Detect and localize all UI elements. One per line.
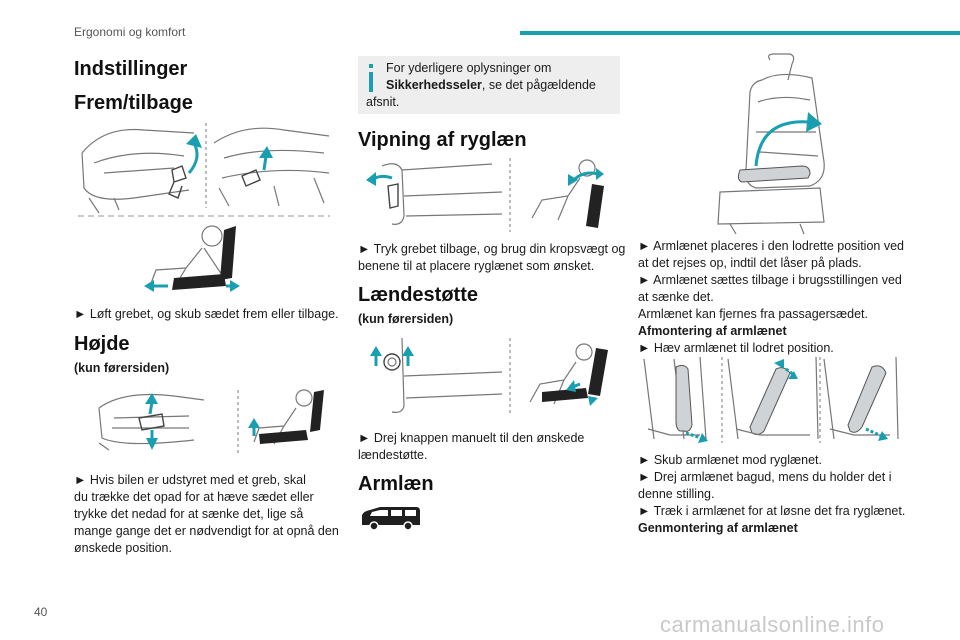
removal-step-1-figure <box>643 356 708 443</box>
page-title: Indstillinger <box>74 58 188 80</box>
section-header: Ergonomi og komfort <box>74 25 186 39</box>
height-line-4: mange gange det er nødvendigt for at opn… <box>74 524 339 538</box>
refit-heading: Genmontering af armlænet <box>638 521 798 535</box>
heading-lumbar: Lændestøtte <box>358 284 478 306</box>
heading-recline: Vipning af ryglæn <box>358 129 527 151</box>
height-line-2: du trække det opad for at hæve sædet ell… <box>74 490 314 504</box>
heading-height: Højde <box>74 333 130 355</box>
info-text: For yderligere oplysninger om Sikkerheds… <box>386 60 612 94</box>
armrest-instructions-b: ► Skub armlænet mod ryglænet. ► Drej arm… <box>638 452 908 537</box>
height-lever-figure <box>98 393 205 451</box>
illustration-seat-slide <box>78 123 330 292</box>
info-text-after: , se det pågældende <box>481 78 596 92</box>
seat-lever-right-figure <box>213 127 330 207</box>
illustration-seat-height <box>98 389 324 454</box>
armrest-b-line-2: ► Drej armlænet bagud, mens du holder de… <box>638 470 892 484</box>
info-text-last: afsnit. <box>366 95 400 109</box>
armrest-b-line-3: denne stilling. <box>638 487 715 501</box>
lumbar-instruction: ► Drej knappen manuelt til den ønskede l… <box>358 430 628 464</box>
van-icon <box>362 507 420 531</box>
recline-instruction: ► Tryk grebet tilbage, og brug din krops… <box>358 241 628 275</box>
removal-heading: Afmontering af armlænet <box>638 324 787 338</box>
armrest-line-1: ► Armlænet placeres i den lodrette posit… <box>638 239 904 253</box>
armrest-line-5: Armlænet kan fjernes fra passagersædet. <box>638 307 868 321</box>
armrest-line-4: at sænke det. <box>638 290 714 304</box>
lumbar-subheading: (kun førersiden) <box>358 312 454 326</box>
header-accent-bar <box>520 31 960 35</box>
illustration-recline <box>366 158 604 232</box>
info-text-before: For yderligere oplysninger om <box>386 61 552 75</box>
armrest-instructions-a: ► Armlænet placeres i den lodrette posit… <box>638 238 908 357</box>
lumbar-line-2: lændestøtte. <box>358 448 428 462</box>
recline-line-1: ► Tryk grebet tilbage, og brug din krops… <box>358 242 626 256</box>
removal-step: ► Hæv armlænet til lodret position. <box>638 341 834 355</box>
person-seat-height-figure <box>248 389 324 445</box>
lumbar-line-1: ► Drej knappen manuelt til den ønskede <box>358 431 585 445</box>
person-seat-slide-figure <box>144 225 240 292</box>
page-number: 40 <box>34 605 48 619</box>
illustration-armrest-raise <box>717 53 825 235</box>
illustration-lumbar <box>370 337 608 414</box>
recline-lever-figure <box>366 163 503 225</box>
forward-back-instruction: ► Løft grebet, og skub sædet frem eller … <box>74 307 339 321</box>
removal-step-3-figure <box>823 356 899 441</box>
height-line-3: trykke det nedad for at sænke det, lige … <box>74 507 304 521</box>
seat-lever-left-figure <box>81 128 202 214</box>
person-lumbar-figure <box>529 343 608 406</box>
recline-line-2: benene til at placere ryglænet som ønske… <box>358 259 595 273</box>
illustration-armrest-removal <box>643 356 899 443</box>
lumbar-knob-figure <box>370 337 503 413</box>
info-icon <box>369 64 373 92</box>
watermark: carmanualsonline.info <box>660 612 885 637</box>
height-subheading: (kun førersiden) <box>74 361 170 375</box>
height-instruction: ► Hvis bilen er udstyret med et greb, sk… <box>74 472 349 557</box>
armrest-line-2: at det rejses op, indtil det låser på pl… <box>638 256 862 270</box>
armrest-line-3: ► Armlænet sættes tilbage i brugsstillin… <box>638 273 902 287</box>
height-line-5: ønskede position. <box>74 541 172 555</box>
person-recline-figure <box>531 159 604 228</box>
height-line-1: ► Hvis bilen er udstyret med et greb, sk… <box>74 473 306 487</box>
removal-step-2-figure <box>727 356 819 440</box>
heading-forward-back: Frem/tilbage <box>74 92 193 114</box>
heading-armrest: Armlæn <box>358 473 434 495</box>
info-link-seatbelts: Sikkerhedsseler <box>386 78 482 92</box>
armrest-b-line-4: ► Træk i armlænet for at løsne det fra r… <box>638 504 906 518</box>
info-box-seatbelts: For yderligere oplysninger om Sikkerheds… <box>358 56 620 114</box>
armrest-b-line-1: ► Skub armlænet mod ryglænet. <box>638 453 822 467</box>
